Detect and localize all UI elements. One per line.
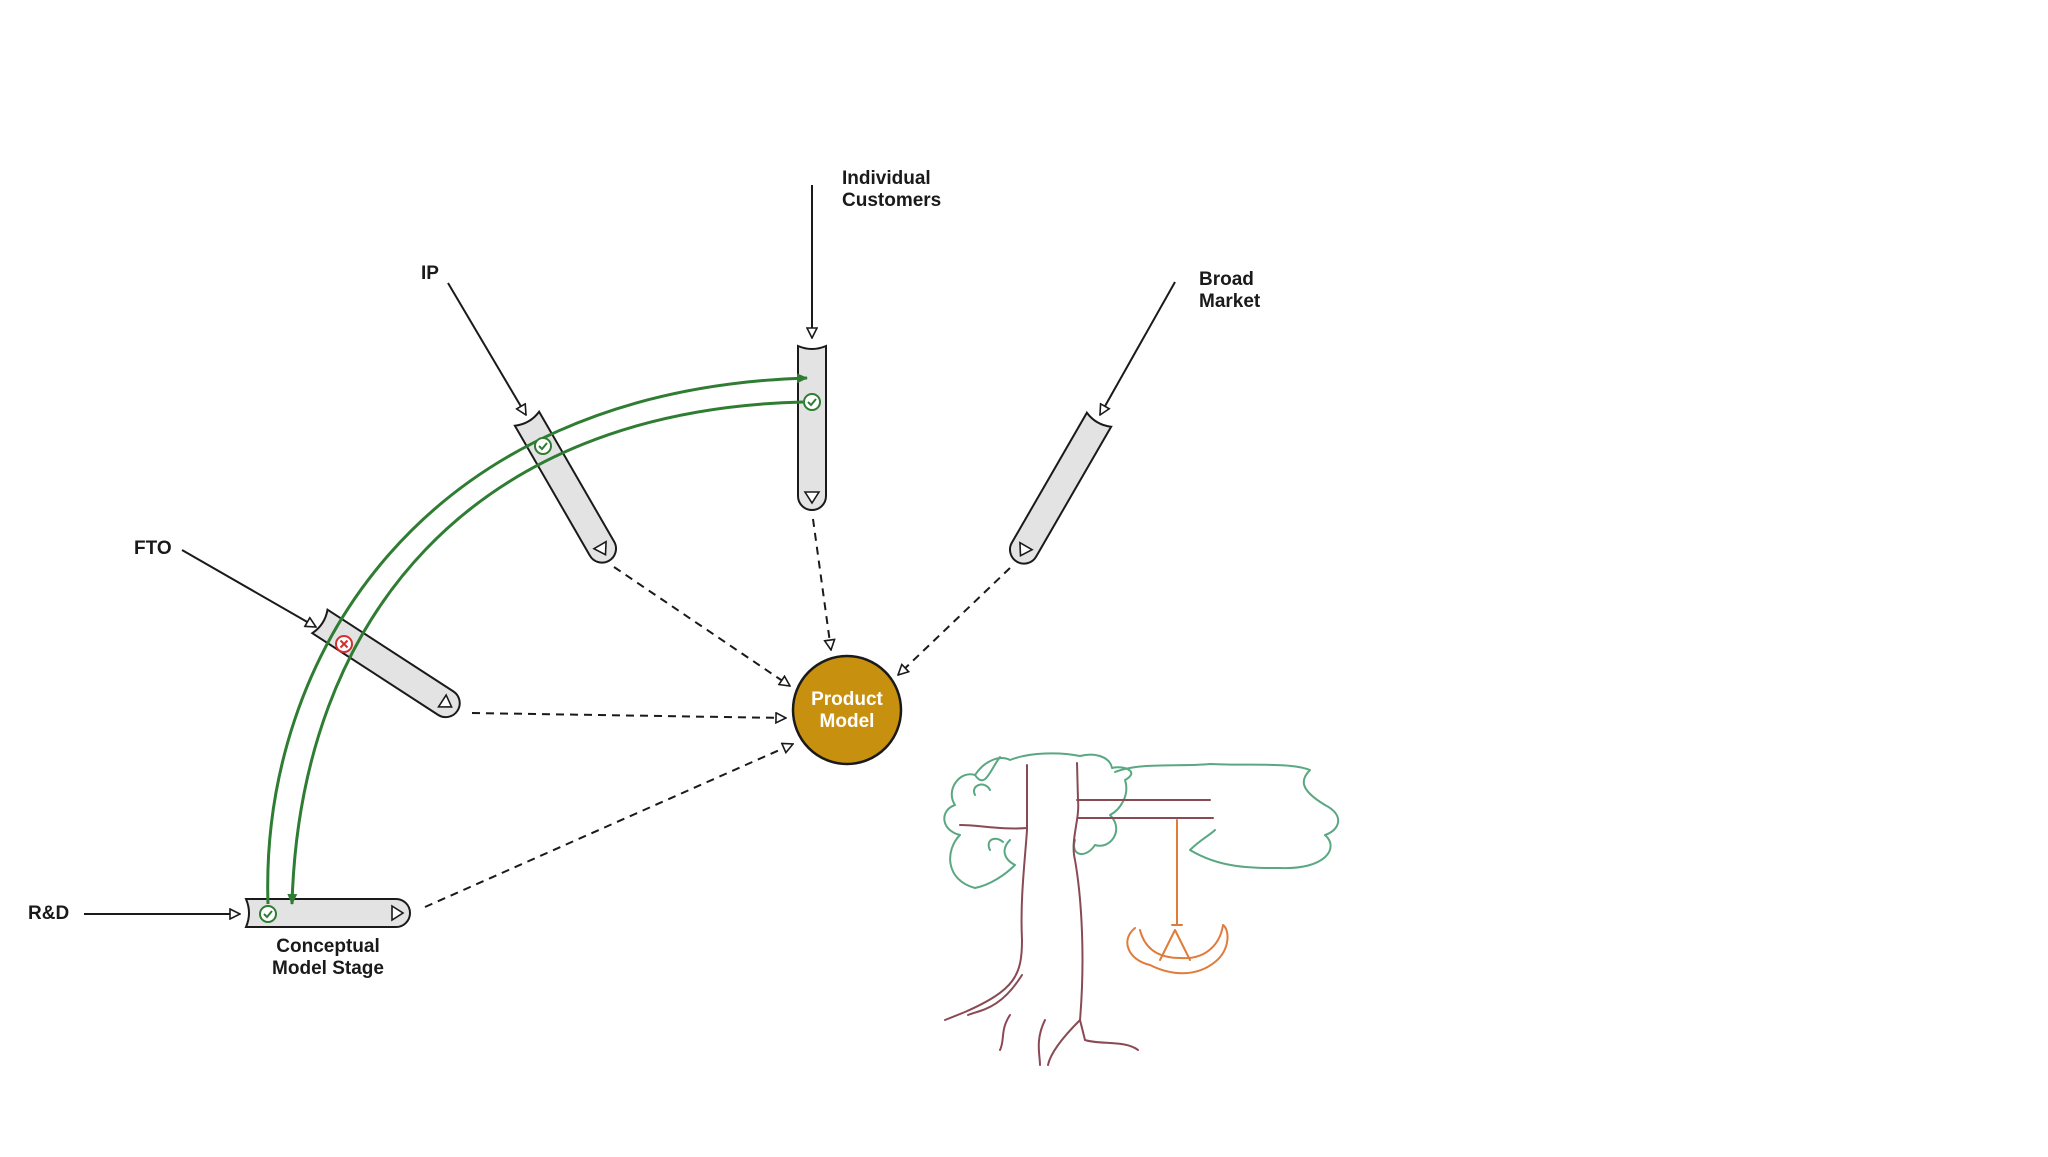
- broad-market-label: Broad Market: [1199, 269, 1260, 313]
- fto-input-arrow: [182, 550, 316, 627]
- rnd-label: R&D: [28, 903, 69, 925]
- pass-icon-ip: [535, 438, 551, 454]
- stage-pill-customers: [798, 346, 826, 510]
- stage-rnd-to-product-arrow: [425, 744, 793, 907]
- stage-fto-to-product-arrow: [472, 713, 786, 718]
- fail-icon-fto: [336, 636, 352, 652]
- stage-market-to-product-arrow: [898, 568, 1010, 675]
- conceptual-model-stage-label: Conceptual Model Stage: [248, 936, 408, 980]
- stage-ip-to-product-arrow: [614, 567, 790, 686]
- fto-label: FTO: [134, 538, 172, 560]
- product-model-label-line2: Model: [820, 711, 875, 732]
- product-model-label-line1: Product: [811, 689, 883, 710]
- pass-icon-customers: [804, 394, 820, 410]
- ip-label: IP: [421, 263, 439, 285]
- ip-input-arrow: [448, 283, 526, 415]
- pass-icon-rnd: [260, 906, 276, 922]
- market-input-arrow: [1100, 282, 1175, 415]
- tree-sketch-drawing: [944, 753, 1338, 1065]
- stage-pill-market: [1005, 413, 1111, 569]
- product-model-node: Product Model: [793, 656, 901, 764]
- stage-customers-to-product-arrow: [813, 519, 831, 650]
- individual-customers-label: Individual Customers: [842, 168, 941, 212]
